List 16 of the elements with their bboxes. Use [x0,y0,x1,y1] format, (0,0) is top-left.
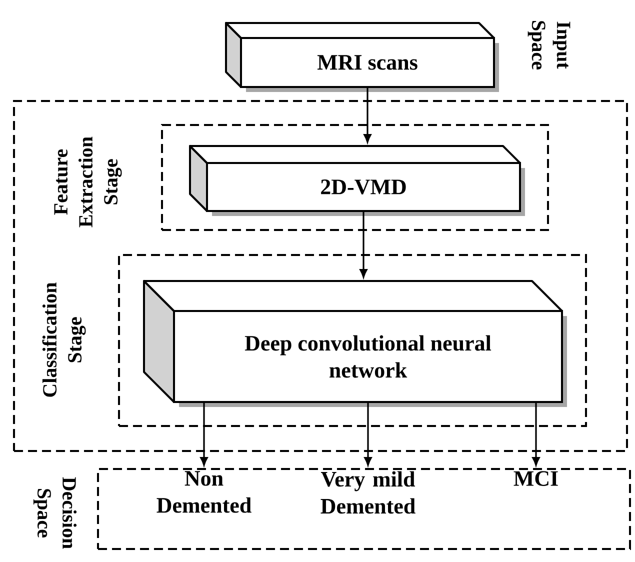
dashed-box [13,100,628,452]
cube-box: MRI scans [225,22,499,92]
stage-label: Feature Extraction Stage [54,136,122,228]
class-label: Non Demented [156,471,252,513]
cube-box: 2D-VMD [189,145,525,216]
arrow [532,402,540,466]
cube-box: Deep convolutional neural network [143,280,567,407]
arrow [360,212,368,278]
space-label: Input Space [528,21,570,70]
stage-label: Classification Stage [42,282,86,397]
class-label: Very mild Demented [320,471,416,514]
arrow [364,402,372,466]
arrow [200,402,208,466]
arrow [364,88,372,143]
stage-label: Decision Space [33,477,77,549]
class-label: MCI [514,471,558,486]
